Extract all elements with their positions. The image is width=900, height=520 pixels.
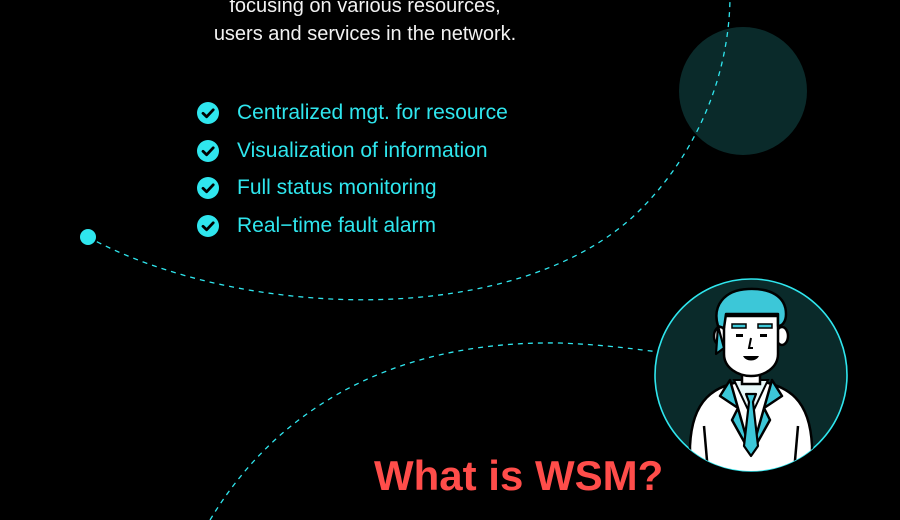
feature-list: Centralized mgt. for resource Visualizat… [197,94,508,244]
curve-start-dot [80,229,96,245]
check-circle-icon [197,214,219,237]
check-circle-icon [197,177,219,199]
check-circle-icon [197,139,219,162]
feature-label: Centralized mgt. for resource [237,101,508,124]
feature-item: Centralized mgt. for resource [197,94,508,132]
feature-item: Real−time fault alarm [197,207,508,245]
intro-text: focusing on various resources, users and… [150,0,580,48]
feature-item: Full status monitoring [197,169,508,207]
intro-line: users and services in the network. [213,23,517,45]
check-circle-icon [197,102,219,124]
feature-label: Full status monitoring [237,176,437,199]
page-title: What is WSM? [374,452,664,499]
businessman-avatar-icon [654,278,848,472]
feature-label: Visualization of information [237,138,488,162]
feature-item: Visualization of information [197,132,508,170]
feature-label: Real−time fault alarm [237,213,436,237]
decorative-circle [679,27,807,155]
intro-line: focusing on various resources, [229,0,501,17]
dashed-curve-lower [209,342,661,520]
